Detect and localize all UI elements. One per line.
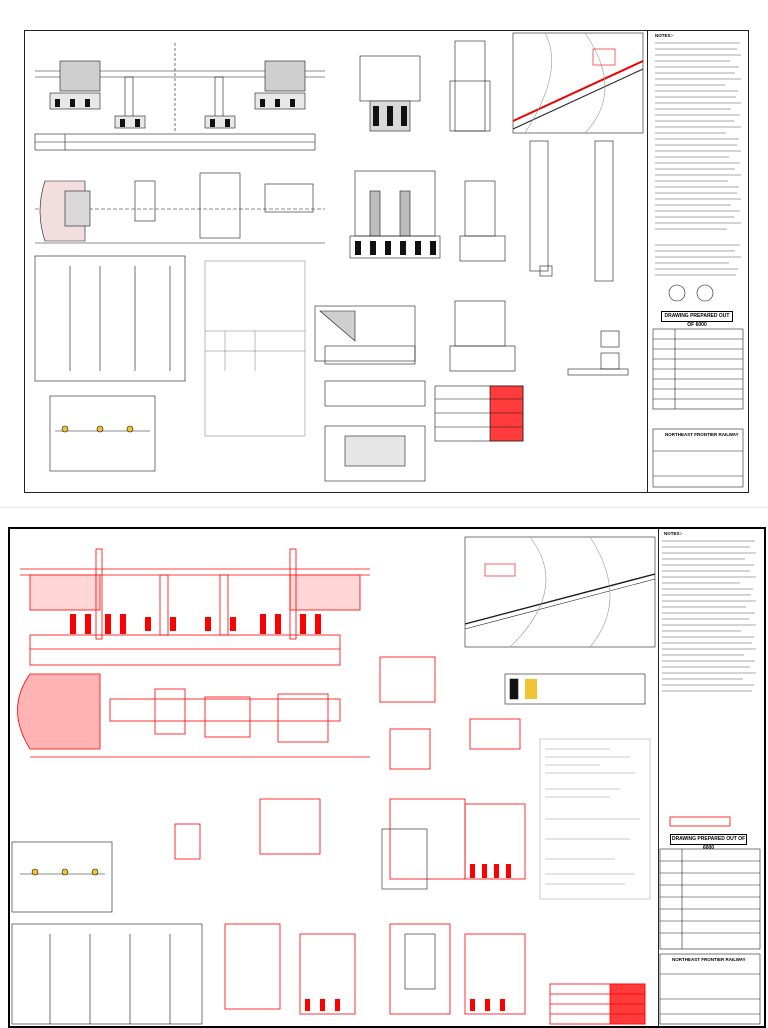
notes-heading: NOTES:-	[664, 531, 683, 536]
drawing-stamp: DRAWING PREPARED OUT OF 6000	[661, 311, 733, 328]
drawing-stamp: DRAWING PREPARED OUT OF 6000	[670, 834, 747, 851]
notes-heading: NOTES:-	[655, 33, 674, 38]
railway-name: NORTHEAST FRONTIER RAILWAY	[672, 957, 746, 962]
title-block-divider	[647, 31, 648, 492]
railway-name: NORTHEAST FRONTIER RAILWAY	[665, 432, 739, 437]
drawing-sheet-1: NOTES:- DRAWING PREPARED OUT OF 6000 NOR…	[24, 30, 749, 493]
title-block-divider	[658, 529, 659, 1026]
drawing-sheet-2: NOTES:- DRAWING PREPARED OUT OF 6000 NOR…	[8, 527, 766, 1028]
sheet-1-linework	[34, 32, 744, 488]
page-separator	[0, 507, 768, 508]
sheet-2-linework	[11, 536, 761, 1025]
